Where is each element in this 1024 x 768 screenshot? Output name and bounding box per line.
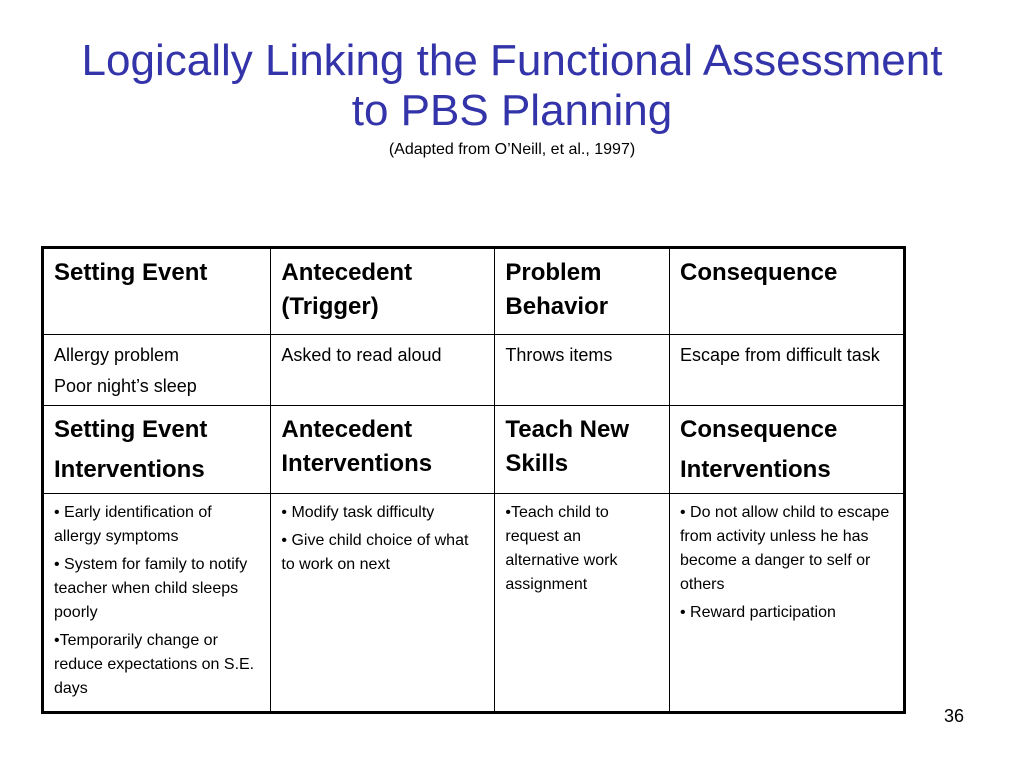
example-setting-event-cell: Allergy problem Poor night’s sleep bbox=[41, 334, 272, 406]
example-consequence: Escape from difficult task bbox=[668, 334, 906, 406]
antecedent-interventions-cell: • Modify task difficulty • Give child ch… bbox=[270, 493, 496, 713]
setting-event-interventions-cell: • Early identification of allergy sympto… bbox=[41, 493, 272, 713]
title-line-2: to PBS Planning bbox=[351, 86, 673, 135]
pbs-table: Setting Event Antecedent (Trigger) Probl… bbox=[41, 246, 906, 714]
example-setting-event-1: Allergy problem bbox=[54, 345, 180, 365]
example-antecedent: Asked to read aloud bbox=[270, 334, 496, 406]
example-row: Allergy problem Poor night’s sleep Asked… bbox=[41, 334, 906, 406]
list-item: • Give child choice of what to work on n… bbox=[281, 532, 469, 573]
list-item: • Reward participation bbox=[679, 604, 836, 621]
header-consequence-interventions-2: Interventions bbox=[679, 456, 831, 483]
list-item: • Do not allow child to escape from acti… bbox=[679, 504, 890, 593]
interventions-row: • Early identification of allergy sympto… bbox=[41, 493, 906, 713]
slide-subtitle: (Adapted from O’Neill, et al., 1997) bbox=[388, 141, 636, 158]
list-item: •Temporarily change or reduce expectatio… bbox=[54, 632, 255, 697]
intervention-header-row: Setting Event Interventions Antecedent I… bbox=[41, 405, 906, 494]
header-antecedent: Antecedent (Trigger) bbox=[270, 247, 496, 335]
header-setting-event-interventions-1: Setting Event bbox=[54, 416, 208, 443]
example-behavior: Throws items bbox=[494, 334, 670, 406]
header-teach-new-skills: Teach New Skills bbox=[494, 405, 670, 494]
example-setting-event-2: Poor night’s sleep bbox=[54, 376, 197, 396]
list-item: •Teach child to request an alternative w… bbox=[505, 504, 618, 593]
list-item: • Modify task difficulty bbox=[281, 504, 435, 521]
header-row: Setting Event Antecedent (Trigger) Probl… bbox=[41, 247, 906, 335]
header-consequence-interventions-1: Consequence bbox=[679, 416, 838, 443]
teach-skills-cell: •Teach child to request an alternative w… bbox=[494, 493, 670, 713]
list-item: • Early identification of allergy sympto… bbox=[54, 504, 212, 545]
header-consequence: Consequence bbox=[668, 247, 906, 335]
header-problem-behavior: Problem Behavior bbox=[494, 247, 670, 335]
list-item: • System for family to notify teacher wh… bbox=[54, 556, 248, 621]
header-setting-event-interventions: Setting Event Interventions bbox=[41, 405, 272, 494]
page-number: 36 bbox=[943, 706, 964, 726]
consequence-interventions-cell: • Do not allow child to escape from acti… bbox=[668, 493, 906, 713]
title-line-1: Logically Linking the Functional Assessm… bbox=[81, 36, 943, 85]
header-setting-event: Setting Event bbox=[41, 247, 272, 335]
slide-title: Logically Linking the Functional Assessm… bbox=[0, 36, 1024, 136]
header-consequence-interventions: Consequence Interventions bbox=[668, 405, 906, 494]
header-antecedent-interventions: Antecedent Interventions bbox=[270, 405, 496, 494]
header-setting-event-interventions-2: Interventions bbox=[54, 456, 205, 483]
